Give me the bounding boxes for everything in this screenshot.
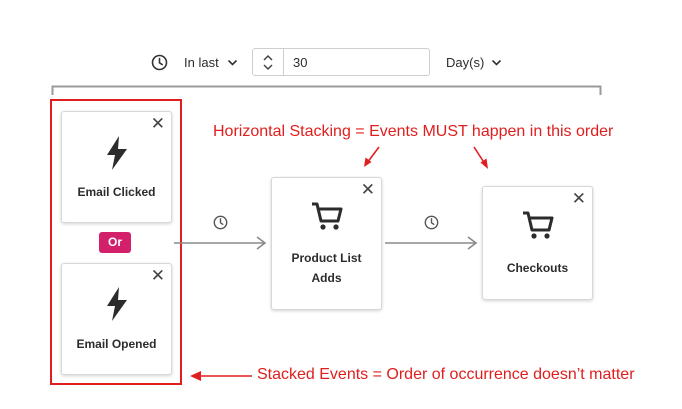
stepper-arrows-icon (263, 54, 273, 71)
chevron-down-icon (491, 59, 502, 66)
event-label-email-clicked: Email Clicked (77, 185, 156, 199)
horizontal-stacking-annotation: Horizontal Stacking = Events MUST happen… (213, 123, 614, 140)
or-badge: Or (99, 232, 131, 253)
event-label-checkouts: Checkouts (506, 261, 569, 275)
chevron-down-icon (227, 59, 238, 66)
clock-icon (151, 54, 168, 71)
cart-icon (523, 211, 554, 239)
stepper-arrows[interactable] (253, 49, 284, 75)
amount-value: 30 (293, 55, 308, 70)
lightning-icon (107, 136, 127, 170)
cart-icon (312, 202, 343, 230)
event-label-product-list-adds: Product List Adds (272, 248, 381, 288)
stacked-events-annotation: Stacked Events = Order of occurrence doe… (257, 366, 635, 383)
event-label-line: Adds (311, 271, 342, 285)
event-card-email-opened[interactable]: ✕ Email Opened (61, 263, 172, 375)
clock-icon[interactable] (424, 215, 439, 230)
event-card-product-list-adds[interactable]: ✕ Product List Adds (271, 177, 382, 310)
range-bracket (51, 85, 602, 95)
close-icon[interactable]: ✕ (360, 180, 375, 199)
event-card-checkouts[interactable]: ✕ Checkouts (482, 186, 593, 300)
event-label-email-opened: Email Opened (76, 337, 157, 351)
close-icon[interactable]: ✕ (150, 114, 165, 133)
amount-stepper[interactable]: 30 (252, 48, 430, 76)
event-card-email-clicked[interactable]: ✕ Email Clicked (61, 111, 172, 223)
unit-dropdown[interactable]: Day(s) (445, 53, 505, 73)
time-range-toolbar: In last 30 Day(s) (0, 0, 682, 90)
unit-label: Day(s) (446, 55, 485, 70)
close-icon[interactable]: ✕ (150, 266, 165, 285)
clock-icon[interactable] (213, 215, 228, 230)
time-range-dropdown[interactable]: In last (182, 53, 242, 73)
close-icon[interactable]: ✕ (571, 189, 586, 208)
lightning-icon (107, 287, 127, 321)
stacked-events-highlight (50, 99, 182, 385)
time-range-label: In last (184, 55, 219, 70)
event-label-line: Product List (291, 251, 362, 265)
